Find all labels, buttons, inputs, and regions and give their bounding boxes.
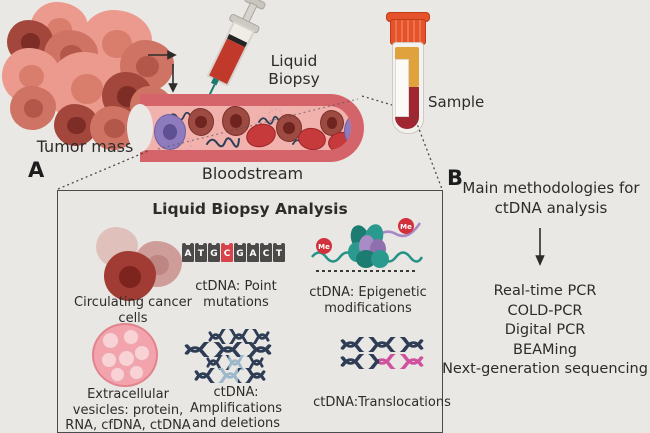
item-label-vesicles: Extracellular vesicles: protein, RNA, cf… (65, 387, 191, 433)
bloodstream-label: Bloodstream (201, 164, 304, 183)
base-block: C (260, 243, 272, 262)
methods-list: Real-time PCR COLD-PCR Digital PCR BEAMi… (440, 282, 650, 380)
item-label-translocations: ctDNA:Translocations (313, 395, 451, 410)
item-label-point-mutations: ctDNA: Point mutations (195, 279, 277, 310)
base-block: T (195, 243, 207, 262)
method-item: COLD-PCR (507, 302, 583, 319)
panel-b-label: B (447, 166, 464, 190)
tumor-cell (10, 86, 56, 130)
method-item: BEAMing (513, 341, 577, 358)
circulating-tumor-cell (188, 108, 214, 136)
base-block: G (208, 243, 220, 262)
immune-cell (154, 114, 186, 150)
method-item: Digital PCR (504, 322, 586, 338)
dna-translocations-icon (340, 337, 426, 371)
blood-vessel-illustration (127, 94, 364, 162)
liquid-biopsy-label: Liquid Biopsy (268, 52, 320, 89)
sample-label: Sample (428, 93, 485, 111)
base-block: A (247, 243, 259, 262)
methyl-group-icon: Me (398, 218, 414, 234)
histone-cluster (348, 224, 389, 268)
circulating-cancer-cells-icon (86, 227, 196, 301)
circulating-tumor-cell (222, 106, 250, 136)
analysis-box-title: Liquid Biopsy Analysis (152, 200, 348, 218)
base-block: T (273, 243, 285, 262)
item-label-epigenetic: ctDNA: Epigenetic modifications (309, 285, 427, 316)
extracellular-vesicle-icon (92, 323, 158, 387)
ctdna-squiggle-icon (206, 137, 240, 148)
mutated-base-block: C (221, 243, 233, 262)
methyl-group-icon: Me (316, 238, 332, 254)
methods-heading: Main methodologies for ctDNA analysis (462, 179, 640, 218)
dna-sequence-blocks-icon: A T G C G A C T (182, 243, 285, 262)
vessel-cut-notch (127, 104, 153, 152)
svg-text:Me: Me (400, 223, 412, 231)
nucleosome-methylation-icon: Me Me (311, 218, 424, 272)
methods-down-arrow (535, 228, 545, 266)
dna-amplifications-icon (176, 329, 296, 383)
base-block: G (234, 243, 246, 262)
item-label-circulating-cells: Circulating cancer cells (74, 295, 192, 326)
svg-text:Me: Me (318, 243, 330, 251)
method-item: Real-time PCR (493, 283, 597, 299)
sample-tube-icon (392, 42, 424, 134)
method-item: Next-generation sequencing (442, 361, 648, 377)
vessel-lumen (140, 106, 351, 150)
item-label-amplifications: ctDNA: Amplifications and deletions (189, 385, 282, 432)
base-block: A (182, 243, 194, 262)
tube-label-sticker (395, 59, 409, 117)
liquid-biopsy-analysis-box: Liquid Biopsy Analysis Circulating cance… (57, 190, 451, 433)
panel-a-label: A (28, 158, 45, 182)
